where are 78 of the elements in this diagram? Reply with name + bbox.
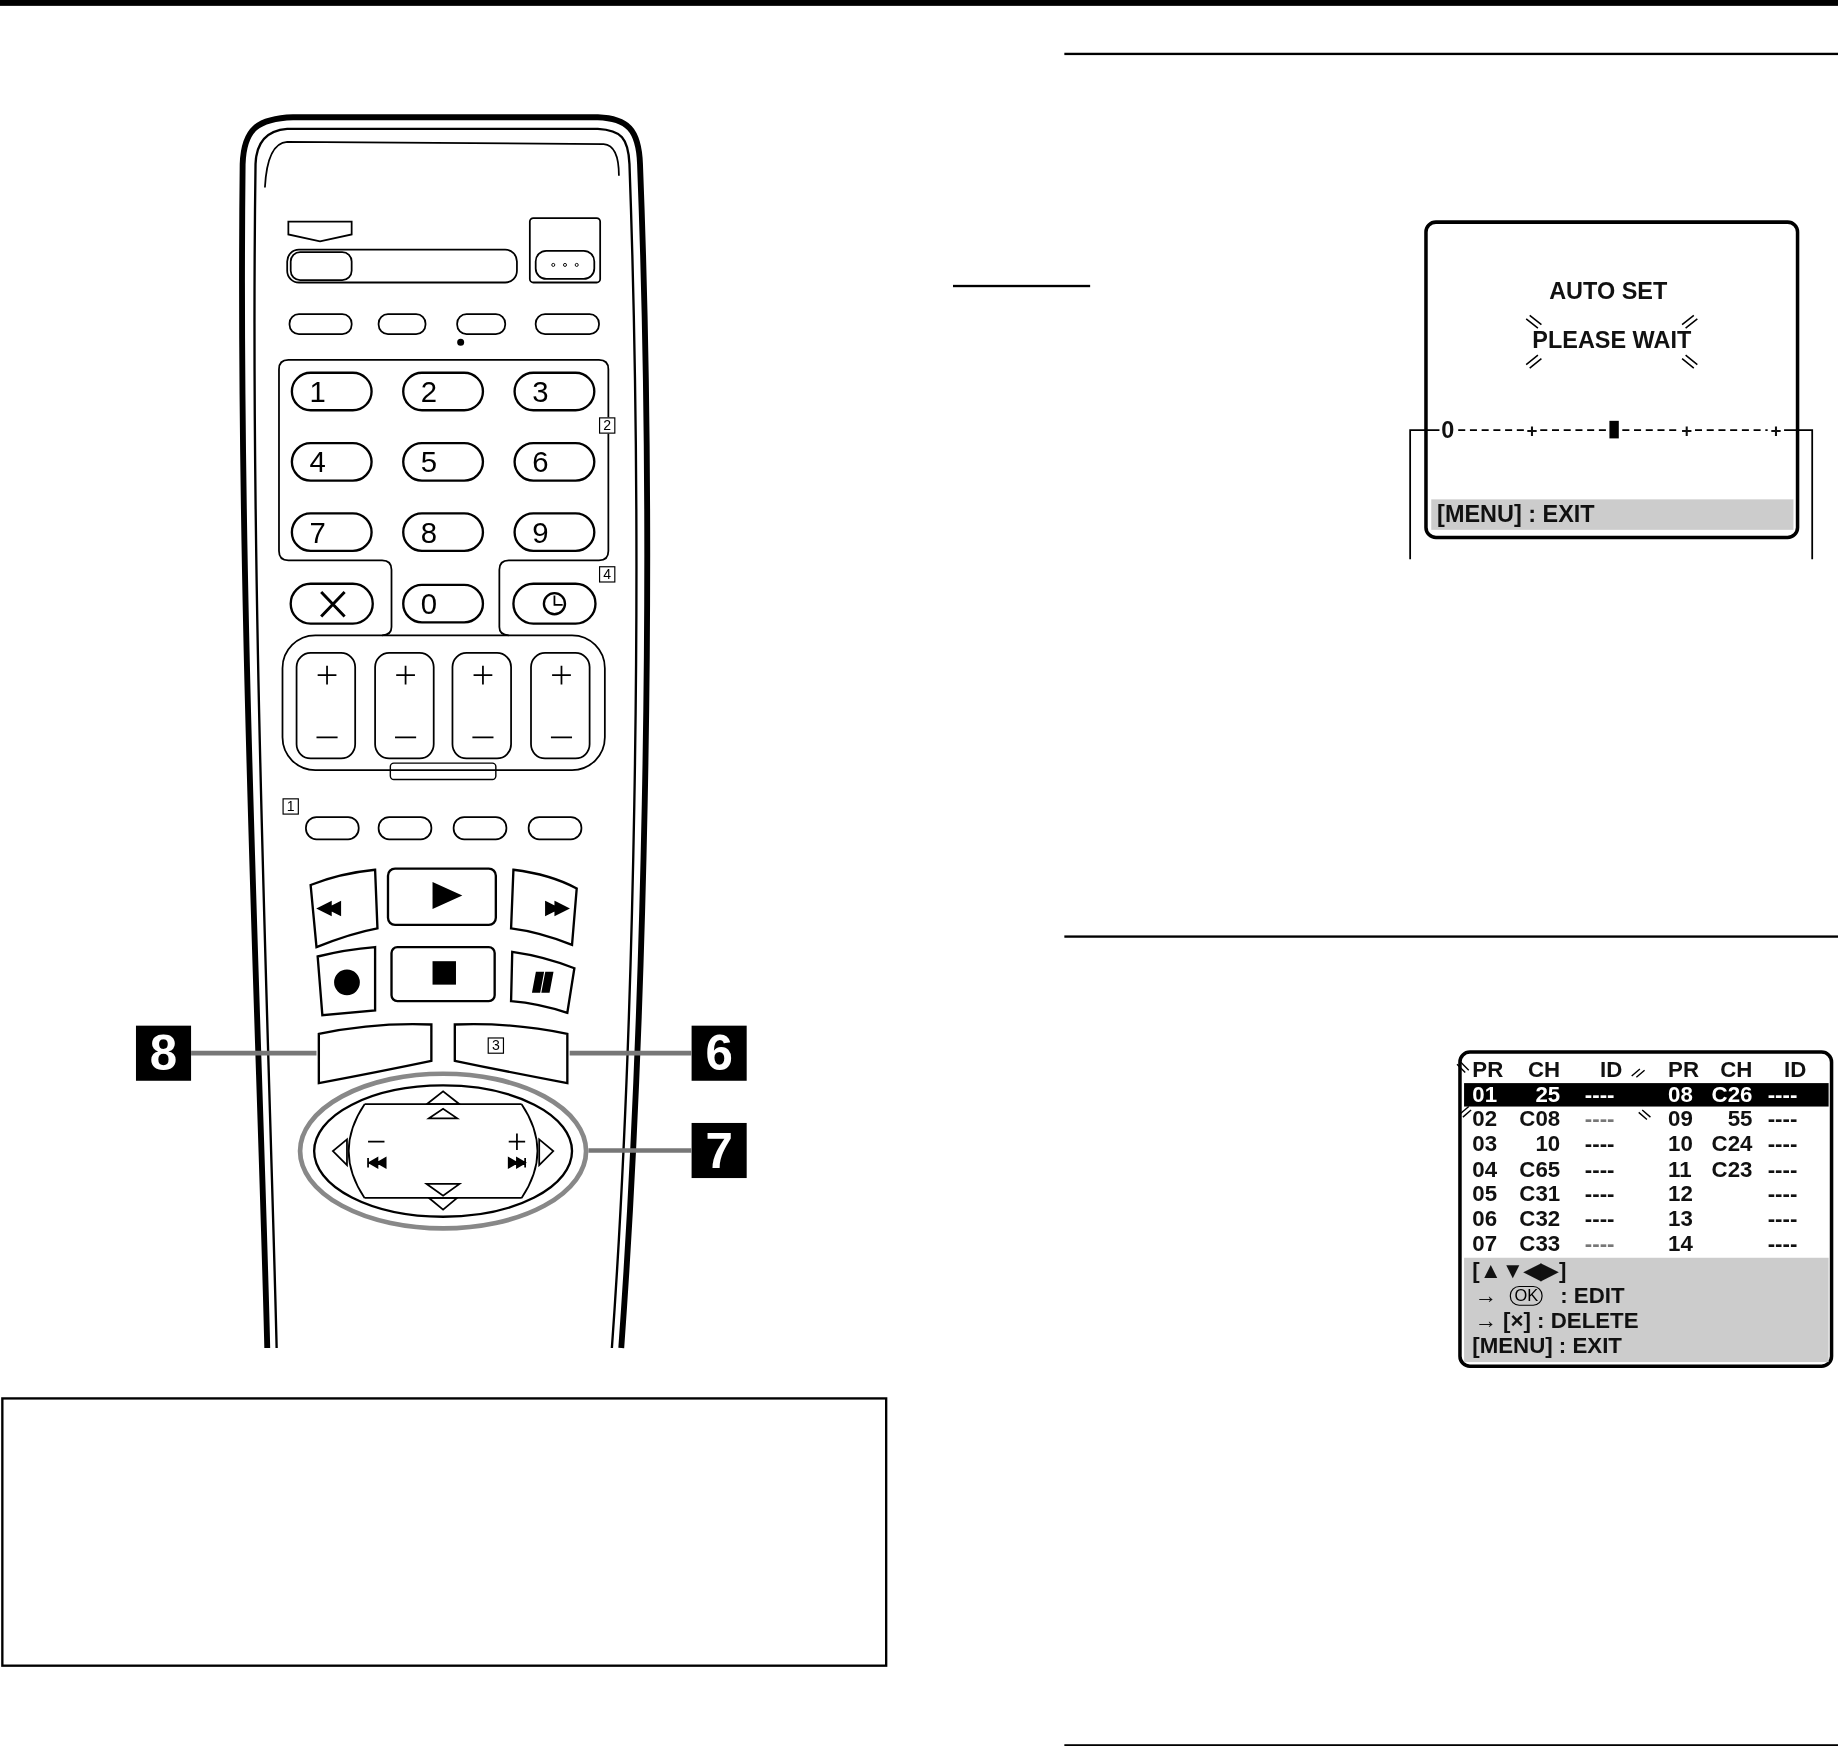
menu-hint: → [×] : DELETE	[1474, 1308, 1639, 1334]
table-cell: 11	[1668, 1156, 1692, 1183]
arrow-sign: →	[1474, 1283, 1497, 1310]
table-cell: 07	[1472, 1231, 1498, 1257]
leader-line	[588, 1148, 692, 1153]
leader-line	[191, 1050, 317, 1056]
step-number: 1	[282, 798, 299, 815]
table-cell: C31	[1519, 1181, 1561, 1207]
table-cell: ----	[1767, 1156, 1798, 1183]
keypad-button: 4	[290, 441, 373, 482]
menu-hint: [MENU] : EXIT	[1437, 501, 1595, 528]
screen-title: AUTO SET	[1549, 278, 1668, 306]
table-cell: C23	[1711, 1156, 1753, 1183]
table-cell: ----	[1584, 1206, 1615, 1232]
table-cell: ----	[1584, 1156, 1615, 1183]
table-cell: ----	[1767, 1131, 1798, 1158]
table-cell: 06	[1472, 1206, 1498, 1232]
keypad-button: 2	[402, 371, 485, 412]
keypad-button: 9	[513, 512, 596, 553]
table-cell: 55	[1727, 1106, 1753, 1133]
menu-hint: : EDIT	[1560, 1283, 1625, 1310]
table-cell: ----	[1767, 1181, 1798, 1207]
table-cell: 05	[1472, 1181, 1498, 1207]
keypad-button: 0	[402, 583, 485, 624]
scale-mark: +	[1681, 420, 1693, 443]
column-header: ID	[1784, 1057, 1807, 1083]
table-cell: 13	[1668, 1206, 1693, 1232]
table-cell: 10	[1535, 1131, 1561, 1158]
table-cell: ----	[1767, 1231, 1798, 1257]
table-cell: ----	[1767, 1106, 1798, 1133]
table-cell: ----	[1584, 1181, 1615, 1207]
scale-mark: +	[1526, 420, 1538, 443]
keypad-button: 7	[290, 512, 373, 553]
table-cell: 25	[1535, 1081, 1561, 1108]
scale-mark: +	[1770, 420, 1782, 443]
column-header: PR	[1668, 1057, 1699, 1083]
table-cell: 09	[1668, 1106, 1693, 1133]
keypad-button: 5	[402, 441, 485, 482]
table-cell: ----	[1584, 1231, 1615, 1257]
column-header: PR	[1472, 1057, 1504, 1083]
table-cell: ----	[1584, 1106, 1615, 1133]
keypad-button: 6	[513, 441, 596, 482]
table-cell: 14	[1668, 1231, 1693, 1257]
table-cell: ----	[1584, 1081, 1615, 1108]
table-cell: ----	[1767, 1081, 1798, 1108]
table-cell: 02	[1472, 1106, 1498, 1133]
table-cell: C32	[1519, 1206, 1561, 1232]
table-cell: 01	[1472, 1081, 1498, 1108]
step-number: 4	[599, 566, 616, 583]
table-cell: ----	[1584, 1131, 1615, 1158]
status-message: PLEASE WAIT	[1532, 327, 1692, 355]
table-cell: 12	[1668, 1181, 1693, 1207]
menu-hint: [▲▼◀▶]	[1472, 1257, 1567, 1284]
step-number: 3	[487, 1037, 505, 1054]
callout-number: 7	[691, 1122, 747, 1179]
column-header: CH	[1528, 1057, 1561, 1083]
table-cell: 03	[1472, 1131, 1498, 1158]
callout-number: 6	[691, 1025, 747, 1081]
scale-mark: 0	[1441, 417, 1455, 445]
table-cell: C65	[1519, 1156, 1561, 1183]
menu-hint: [MENU] : EXIT	[1472, 1332, 1622, 1359]
table-cell: C08	[1519, 1106, 1561, 1133]
keypad-button: 3	[513, 371, 596, 412]
key-symbol: OK	[1509, 1285, 1543, 1306]
callout-number: 8	[135, 1025, 192, 1081]
leader-line	[569, 1050, 692, 1056]
table-cell: 04	[1472, 1156, 1498, 1183]
table-cell: 08	[1668, 1081, 1693, 1108]
keypad-button: 1	[290, 371, 373, 412]
step-number: 2	[599, 417, 616, 434]
column-header: ID	[1600, 1057, 1623, 1083]
keypad-button: 8	[402, 512, 485, 553]
table-cell: C24	[1711, 1131, 1753, 1158]
table-cell: 10	[1668, 1131, 1693, 1158]
table-cell: C26	[1711, 1081, 1753, 1108]
table-cell: ----	[1767, 1206, 1798, 1232]
column-header: CH	[1720, 1057, 1753, 1083]
table-cell: C33	[1519, 1231, 1561, 1257]
